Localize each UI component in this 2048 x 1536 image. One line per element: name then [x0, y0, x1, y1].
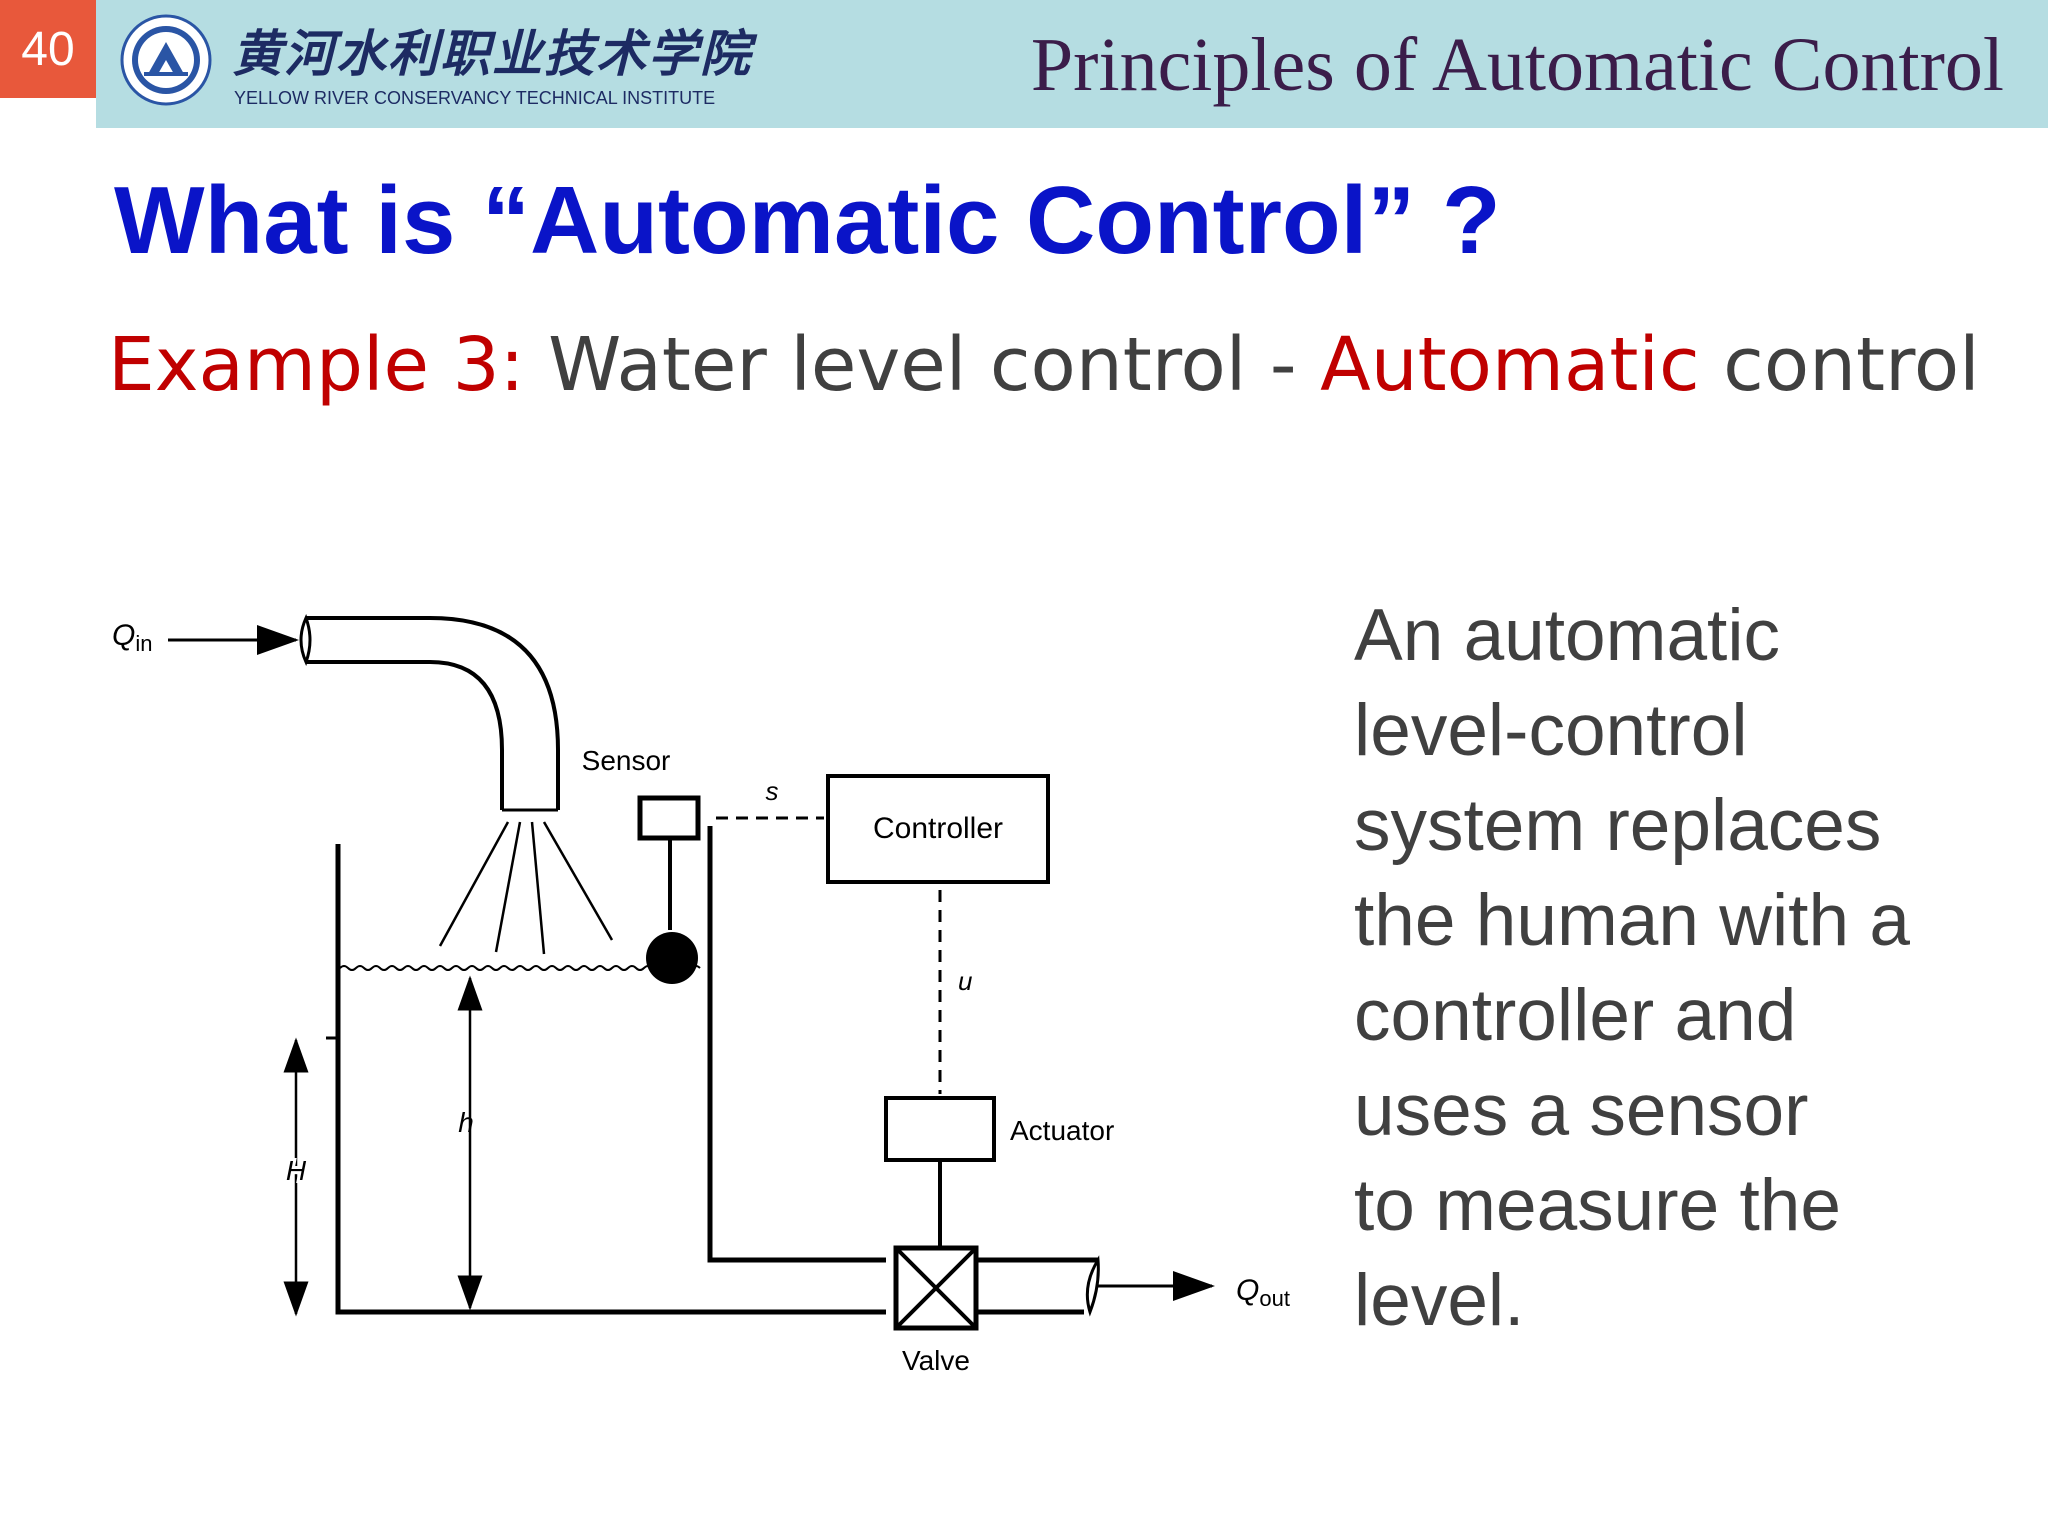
height-H-label: H	[286, 1155, 307, 1186]
school-name-chinese: 黄河水利职业技术学院	[232, 24, 752, 83]
controller-label: Controller	[873, 812, 1003, 845]
tank-left-and-bottom	[335, 844, 886, 1315]
description-line: An automatic	[1354, 595, 1781, 676]
signal-u-label: u	[958, 966, 972, 996]
tank-right-wall	[707, 826, 886, 1263]
course-title: Principles of Automatic Control	[1030, 23, 2004, 107]
description-line: the human with a	[1354, 880, 1910, 961]
water-spray	[438, 821, 614, 955]
controller-box	[826, 774, 1050, 884]
q-out-label: Qout	[1236, 1274, 1290, 1311]
school-seal-logo	[120, 14, 212, 106]
slide-title: What is “Automatic Control” ?	[114, 167, 1501, 274]
valve-label: Valve	[902, 1345, 970, 1376]
subtitle-tail: control	[1699, 322, 1980, 408]
float-ball	[646, 932, 698, 984]
signal-s-label: s	[766, 776, 779, 806]
description-line: controller and	[1354, 975, 1797, 1056]
water-level-control-diagram: Qin Sensor s Controller u Actuator Valve…	[112, 614, 1290, 1376]
actuator-box	[884, 1096, 996, 1162]
description-line: level.	[1354, 1260, 1525, 1341]
water-surface	[339, 965, 701, 971]
header-band	[96, 0, 2048, 128]
subtitle-topic: Water level control -	[524, 322, 1321, 408]
description-line: system replaces	[1354, 785, 1882, 866]
description-line: to measure the	[1354, 1165, 1841, 1246]
sensor-box	[637, 795, 701, 841]
description-text: An automatic level-control system replac…	[1354, 588, 2004, 1348]
pipe-outer-wall	[306, 616, 560, 810]
description-line: level-control	[1354, 690, 1748, 771]
q-in-label: Qin	[112, 619, 152, 656]
subtitle: Example 3: Water level control - Automat…	[108, 322, 1980, 408]
level-h-label: h	[458, 1107, 474, 1138]
example-label: Example 3:	[108, 322, 525, 408]
description-line: uses a sensor	[1354, 1070, 1809, 1151]
pipe-inner-wall	[306, 660, 504, 810]
actuator-label: Actuator	[1010, 1115, 1114, 1146]
school-name-english: YELLOW RIVER CONSERVANCY TECHNICAL INSTI…	[234, 88, 716, 108]
subtitle-highlight: Automatic	[1320, 322, 1700, 408]
pipe-end-cap	[299, 614, 312, 666]
sensor-label: Sensor	[582, 745, 671, 776]
slide-number: 40	[0, 0, 96, 98]
